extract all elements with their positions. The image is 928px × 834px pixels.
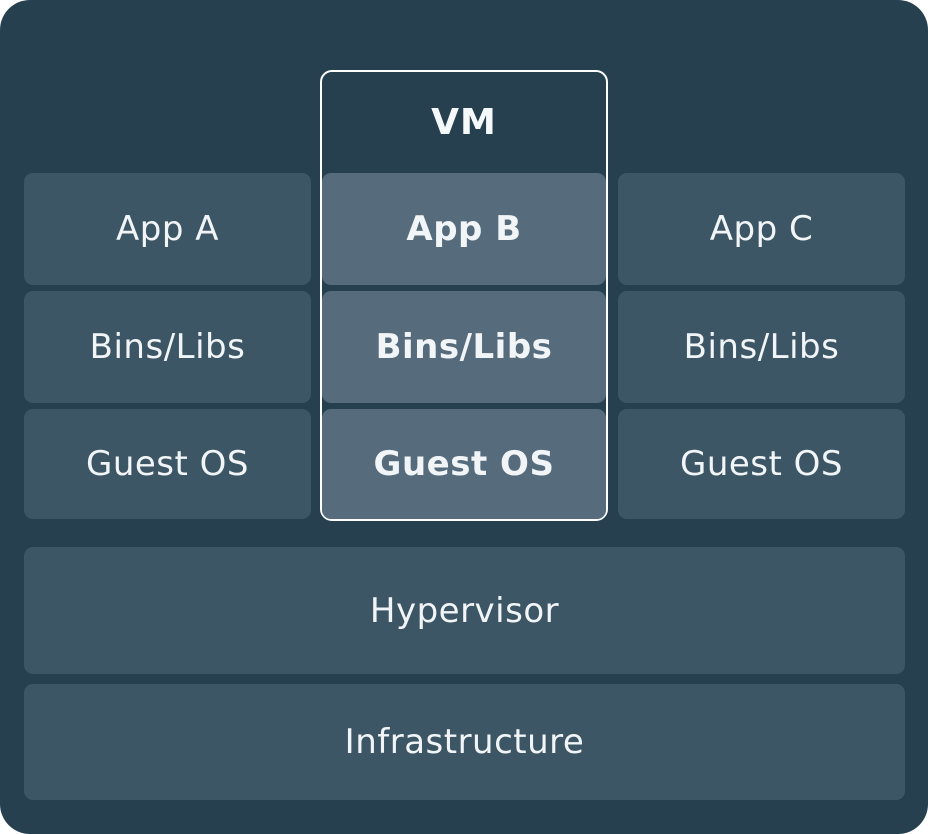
- vm-box-app-b: App B: [322, 173, 606, 285]
- box-guest-os-left: Guest OS: [24, 409, 311, 519]
- box-bins-libs-left: Bins/Libs: [24, 291, 311, 403]
- vm-container-border: [320, 70, 608, 521]
- box-app-a: App A: [24, 173, 311, 285]
- box-guest-os-right: Guest OS: [618, 409, 905, 519]
- vm-box-bins-libs: Bins/Libs: [322, 291, 606, 403]
- box-infrastructure: Infrastructure: [24, 684, 905, 800]
- vm-box-guest-os: Guest OS: [322, 409, 606, 519]
- box-hypervisor: Hypervisor: [24, 547, 905, 674]
- box-app-c: App C: [618, 173, 905, 285]
- box-bins-libs-right: Bins/Libs: [618, 291, 905, 403]
- vm-label: VM: [431, 101, 497, 143]
